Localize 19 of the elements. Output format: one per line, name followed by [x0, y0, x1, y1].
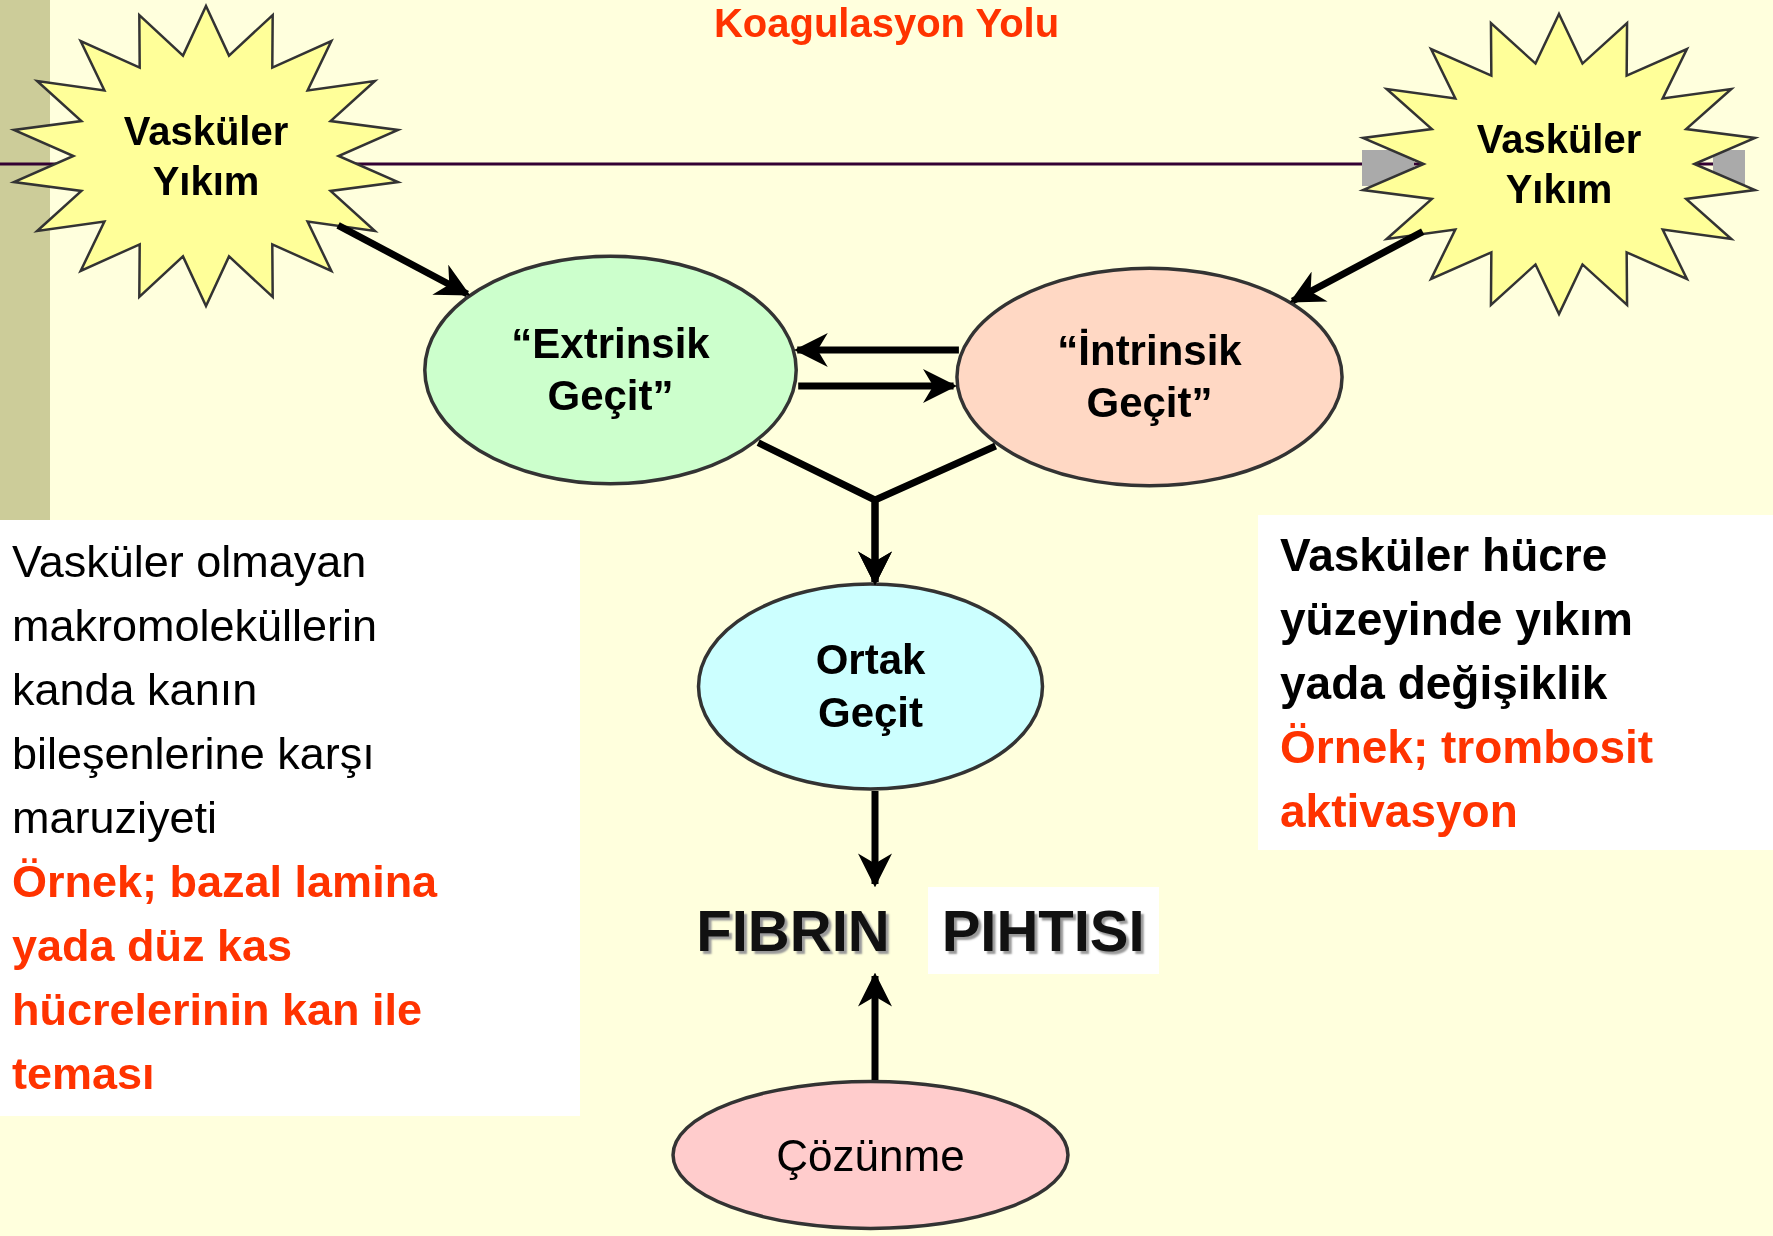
note-text: Örnek; bazal lamina yada düz kas hücrelerinin kan ile teması — [12, 855, 439, 1101]
arrow — [336, 222, 471, 298]
arrow — [858, 972, 892, 1080]
node-label: Çözünme — [776, 1129, 965, 1182]
node-label: “İntrinsik Geçit” — [1056, 325, 1243, 428]
result-label: FIBRIN — [695, 896, 891, 965]
note-text: Örnek; trombosit aktivasyon — [1280, 719, 1655, 839]
result-label: PIHTISI — [927, 886, 1159, 974]
arrow — [798, 369, 957, 403]
node-label: Vasküler Yıkım — [122, 108, 290, 205]
note-text: Vasküler hücre yüzeyinde yıkım yada değişiklik — [1280, 527, 1634, 711]
node-label: “Extrinsik Geçit” — [510, 318, 711, 421]
diagram-title: Koagulasyon Yolu — [713, 0, 1060, 46]
note-text: Vasküler olmayan makromoleküllerin kanda kanın bileşenlerine karşı maruziyeti — [12, 535, 379, 845]
node-label: Vasküler Yıkım — [1475, 116, 1643, 213]
arrow — [793, 333, 959, 367]
node-label: Ortak Geçit — [814, 635, 927, 738]
arrow — [1289, 228, 1425, 305]
arrow — [858, 442, 998, 586]
